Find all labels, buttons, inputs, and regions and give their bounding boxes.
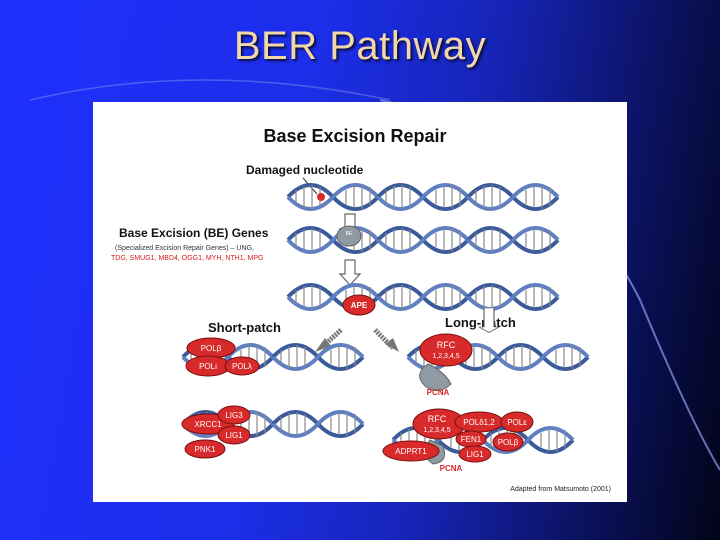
- lig1-protein: [217, 425, 251, 445]
- be-genes-line-2: TDG, SMUG1, MBD4, OGG1, MYH, NTH1, MPG: [111, 255, 263, 262]
- figure-title: Base Excision Repair: [263, 126, 446, 146]
- rfc-sub-label: 1,2,3,4,5: [432, 353, 459, 360]
- ber-figure: Base Excision Repair Damaged nucleotide …: [93, 102, 627, 502]
- damaged-nucleotide-label: Damaged nucleotide: [246, 163, 364, 177]
- be-genes-line-1: (Specialized Excision Repair Genes) – UN…: [115, 245, 254, 252]
- xrcc1-label: XRCC1: [194, 420, 222, 429]
- lig1-label: LIG1: [225, 431, 243, 440]
- pol-epsilon-protein: [500, 411, 534, 433]
- pol-lambda-label: POLλ: [232, 362, 252, 371]
- pol-epsilon-label: POLε: [507, 418, 527, 427]
- pcna-label-2: PCNA: [440, 464, 463, 473]
- slide-title: BER Pathway: [233, 24, 487, 68]
- be-genes-heading: Base Excision (BE) Genes: [119, 226, 269, 240]
- ape-label: APE: [351, 301, 368, 310]
- lig3-protein: [217, 405, 251, 425]
- arrow-down-2: [338, 259, 362, 286]
- pol-iota-label: POLι: [199, 362, 217, 371]
- damaged-nucleotide-marker: [317, 193, 325, 201]
- fen1-label: FEN1: [461, 435, 482, 444]
- be-enzyme-label: BE: [346, 231, 353, 237]
- long-patch-heading: Long-patch: [445, 315, 516, 330]
- pol-lambda-protein: [224, 356, 260, 376]
- pol-beta-long-protein: [492, 432, 524, 452]
- dna-helix-3: [286, 283, 560, 311]
- pcna-label: PCNA: [427, 388, 450, 397]
- be-enzyme: [336, 225, 362, 247]
- arrow-down-long: [477, 307, 501, 333]
- lig1-long-label: LIG1: [466, 450, 484, 459]
- rfc-sub-label-2: 1,2,3,4,5: [423, 427, 450, 434]
- figure-credit: Adapted from Matsumoto (2001): [510, 486, 611, 493]
- short-patch-heading: Short-patch: [208, 320, 281, 335]
- rfc-protein: [419, 333, 473, 367]
- pnk1-protein: [184, 439, 226, 459]
- pol-delta-label: POLδ1,2: [463, 418, 495, 427]
- lig1-long-protein: [458, 445, 492, 463]
- adprt1-label: ADPRT1: [395, 447, 427, 456]
- pcna-ring: [419, 363, 452, 391]
- dna-helix-2: [286, 226, 560, 254]
- rfc-label-2: RFC: [428, 414, 447, 424]
- rfc-label: RFC: [437, 340, 456, 350]
- pol-beta-long-label: POLβ: [498, 438, 519, 447]
- lig3-label: LIG3: [225, 411, 243, 420]
- ape-protein: [342, 294, 376, 316]
- dna-helix-1: [286, 183, 560, 211]
- pol-beta-label: POLβ: [201, 344, 222, 353]
- pnk1-label: PNK1: [195, 445, 216, 454]
- adprt1-protein: [382, 440, 440, 462]
